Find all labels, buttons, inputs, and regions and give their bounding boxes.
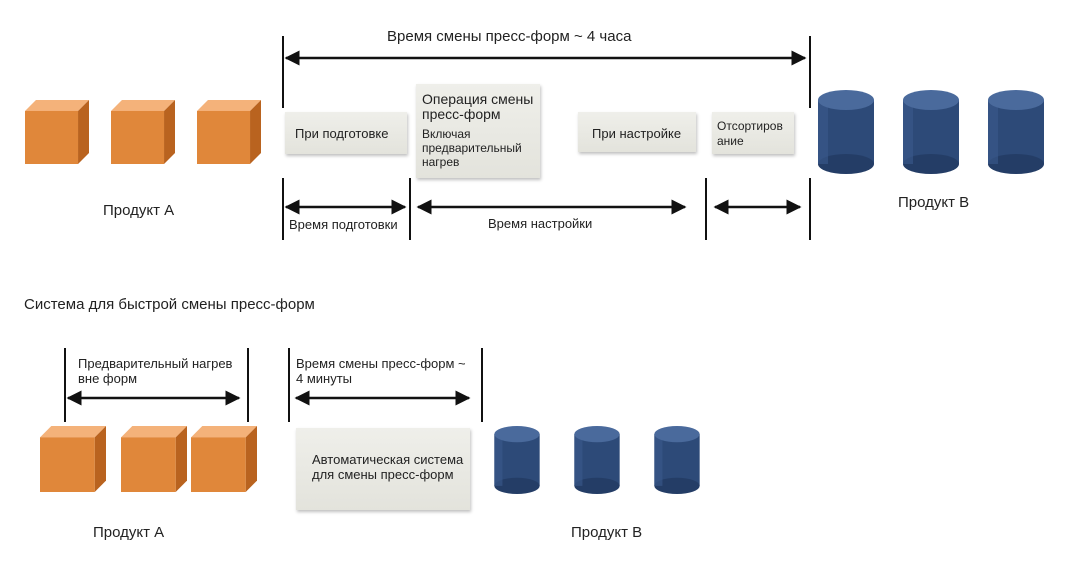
operation-subtitle: Включая предварительный нагрев — [422, 127, 522, 169]
top-right-boundary — [809, 36, 811, 108]
top-left-boundary — [282, 36, 284, 108]
quick-change-system-title: Система для быстрой смены пресс-форм — [24, 296, 315, 313]
product-a-label: Продукт A — [103, 202, 175, 219]
preheat-right-tick — [247, 348, 249, 422]
setup-box-label: При настройке — [592, 126, 682, 141]
prep-box: При подготовке — [285, 112, 407, 154]
prep-right-tick — [409, 178, 411, 240]
preheat-label: Предварительный нагрев вне форм — [78, 356, 233, 386]
product-b-cylinder-2 — [903, 90, 959, 174]
setup-box: При настройке — [578, 112, 696, 152]
bottom-product-b-cylinder-2 — [574, 426, 620, 494]
setup-right-tick — [705, 178, 707, 240]
preheat-left-tick — [64, 348, 66, 422]
sort-box-label: Отсортиров ание — [717, 119, 783, 148]
bottom-product-a-cube-1 — [40, 426, 106, 492]
product-b-label: Продукт B — [898, 194, 970, 211]
product-b-cylinder-3 — [988, 90, 1044, 174]
product-a-cube-2 — [111, 100, 175, 164]
changeover-operation-box: Операция смены пресс-форм Включая предва… — [416, 84, 540, 178]
bottom-product-a-label: Продукт A — [93, 524, 165, 541]
prep-time-label: Время подготовки — [289, 217, 398, 232]
setup-time-label: Время настройки — [488, 216, 593, 231]
operation-title: Операция смены пресс-форм — [422, 91, 534, 122]
bottom-product-a-cube-3 — [191, 426, 257, 492]
bottom-product-a-cube-2 — [121, 426, 187, 492]
changeover-time-title: Время смены пресс-форм ~ 4 часа — [387, 28, 632, 45]
bottom-product-b-cylinder-1 — [494, 426, 540, 494]
bottom-product-b-label: Продукт B — [571, 524, 643, 541]
product-a-cube-3 — [197, 100, 261, 164]
auto-change-system-box: Автоматическая система для смены пресс-ф… — [296, 428, 470, 510]
change-left-tick — [288, 348, 290, 422]
change-right-tick — [481, 348, 483, 422]
sort-right-tick — [809, 178, 811, 240]
prep-box-label: При подготовке — [295, 126, 389, 141]
prep-left-tick — [282, 178, 284, 240]
bottom-product-b-cylinder-3 — [654, 426, 700, 494]
product-a-cube-1 — [25, 100, 89, 164]
sort-box: Отсортиров ание — [712, 112, 794, 154]
auto-change-system-label: Автоматическая система для смены пресс-ф… — [312, 452, 464, 482]
change-time-label: Время смены пресс-форм ~ 4 минуты — [296, 356, 466, 386]
product-b-cylinder-1 — [818, 90, 874, 174]
